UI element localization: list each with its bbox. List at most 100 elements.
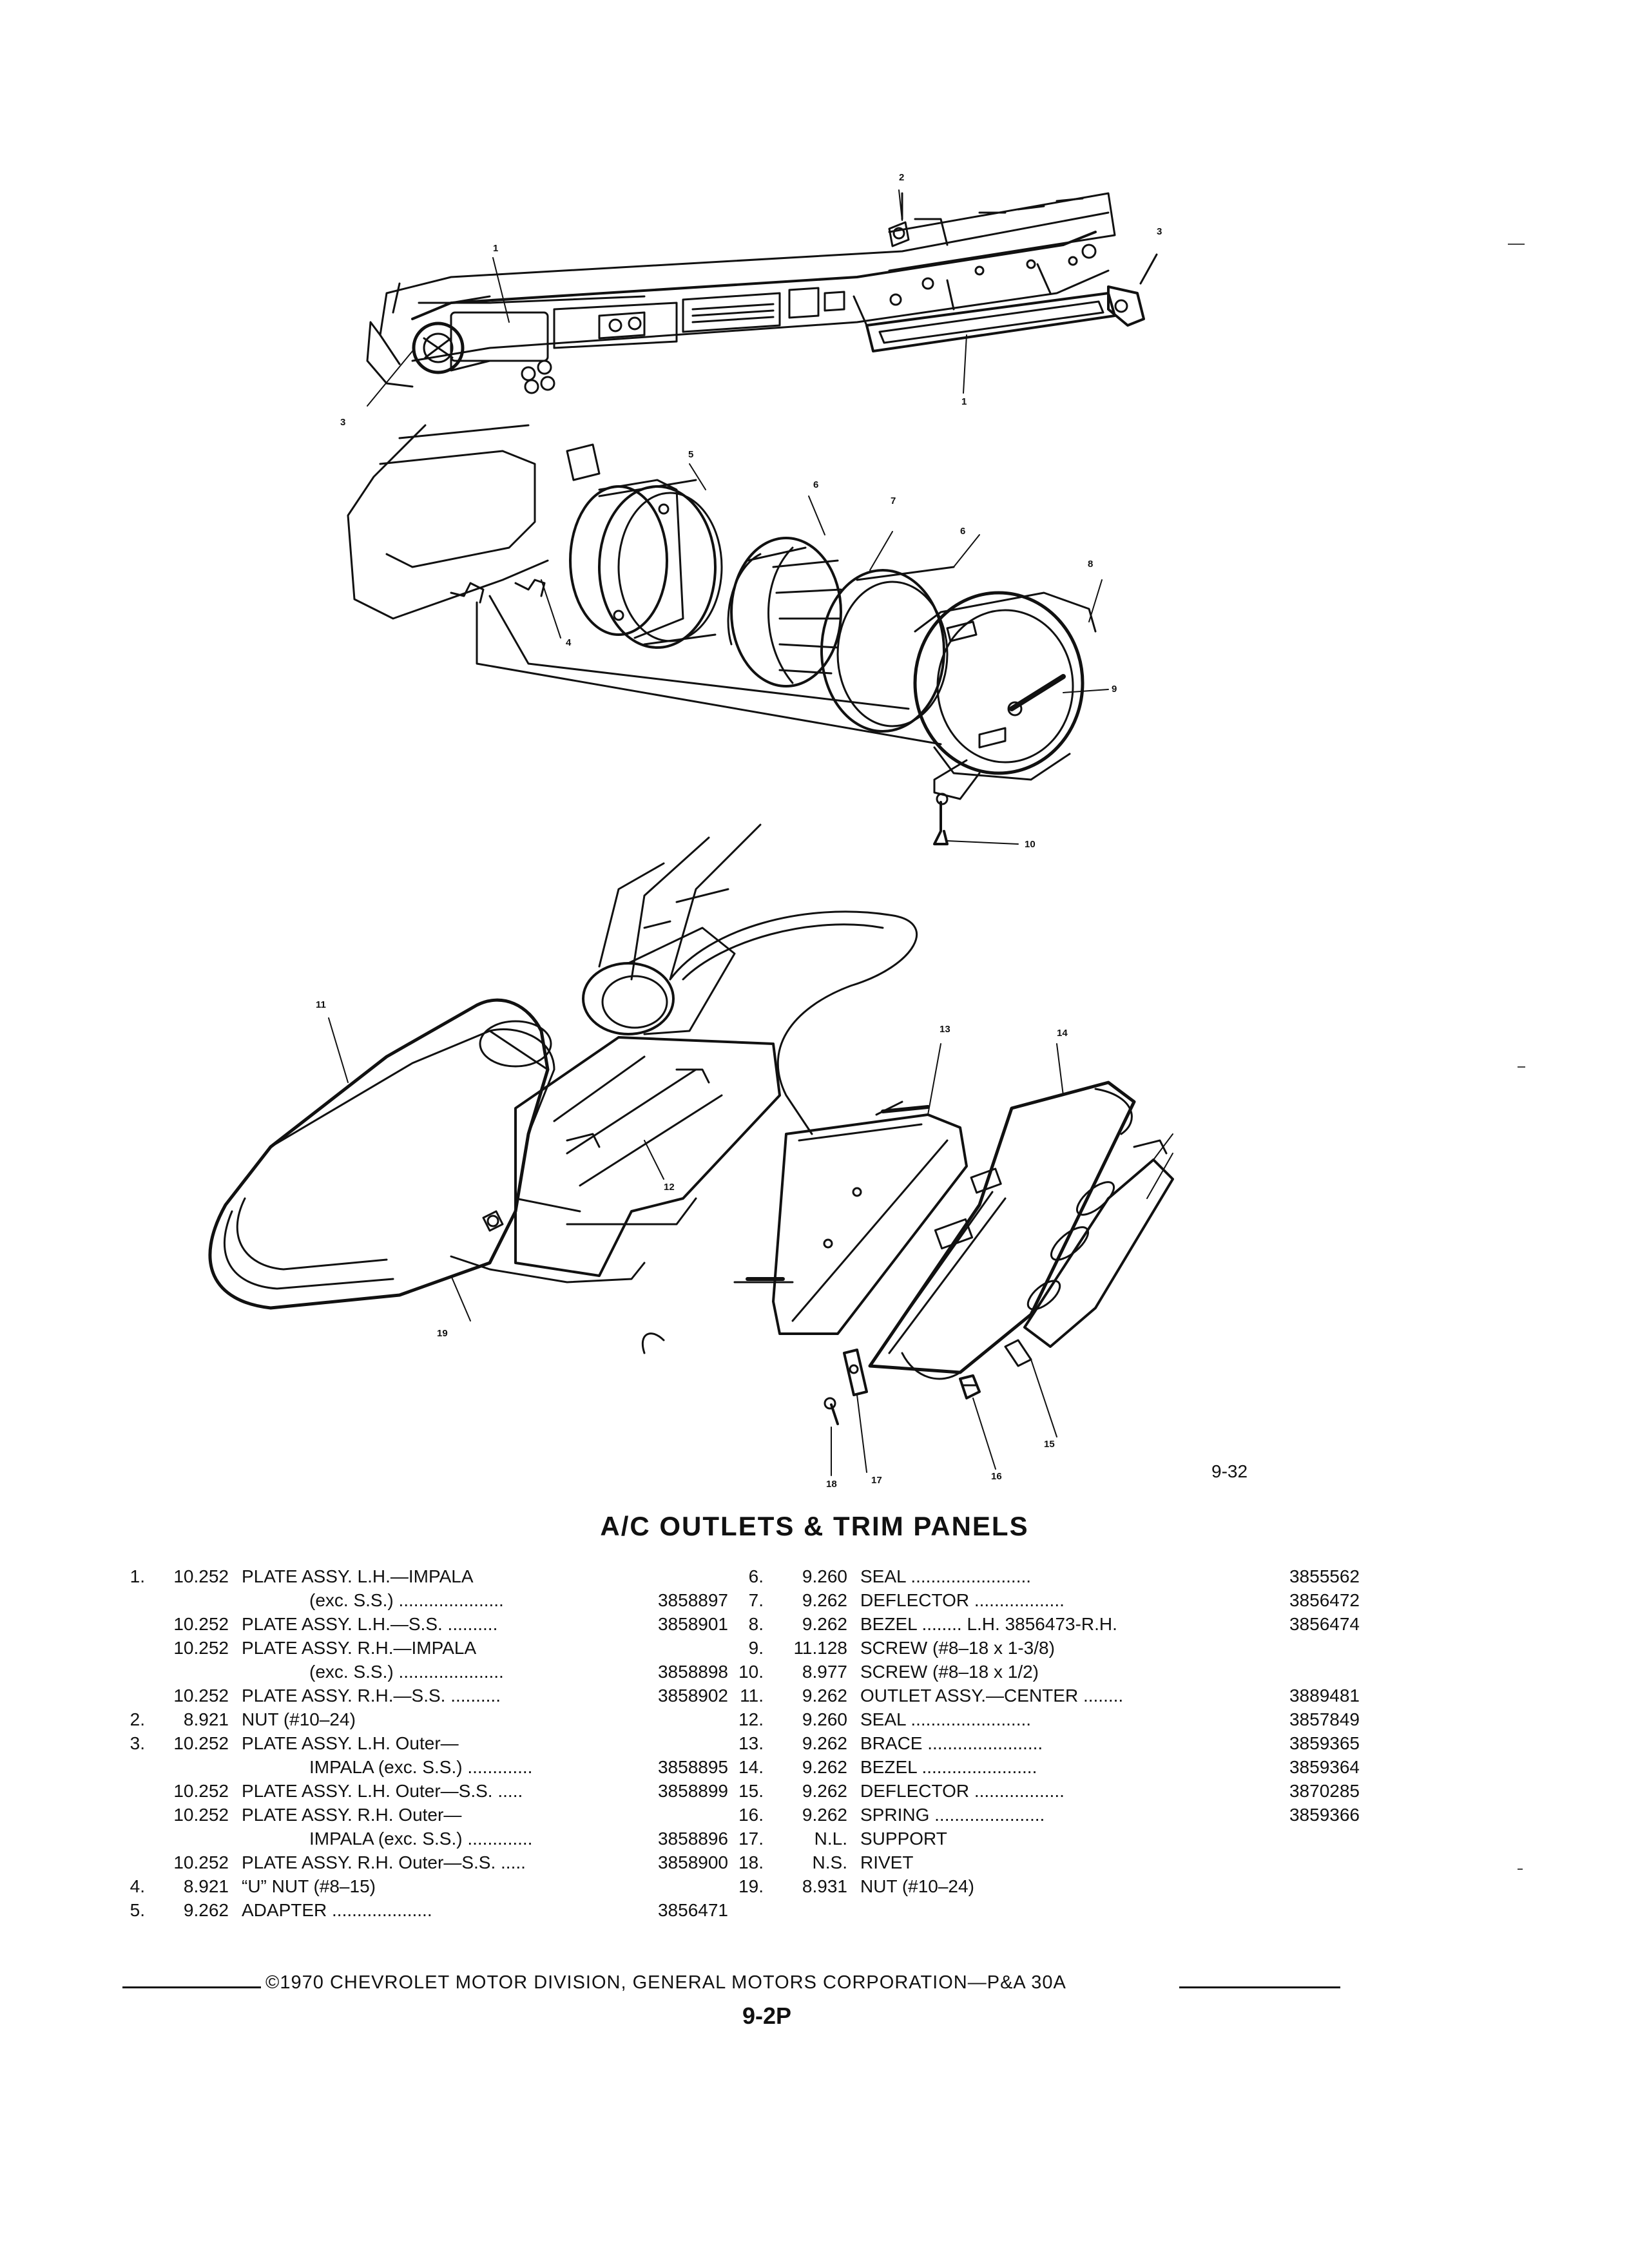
footer-rule	[122, 1986, 261, 1988]
parts-list-row: (exc. S.S.) ..................... 3858898	[110, 1660, 728, 1684]
part-description: SEAL ........................	[860, 1566, 1032, 1586]
group-code: 8.931	[802, 1876, 847, 1896]
group-code: 10.252	[173, 1781, 229, 1801]
item-number: 8.	[748, 1614, 764, 1634]
part-number: 3858901	[657, 1614, 728, 1634]
scan-speck	[1518, 1066, 1525, 1068]
scan-speck	[1518, 1869, 1523, 1870]
part-description: PLATE ASSY. R.H.—S.S. ..........	[242, 1686, 501, 1706]
group-code: 10.252	[173, 1638, 229, 1658]
item-number: 18.	[738, 1852, 764, 1872]
parts-list-row: IMPALA (exc. S.S.) .............3858896	[110, 1827, 728, 1850]
part-description: OUTLET ASSY.—CENTER ........	[860, 1686, 1124, 1706]
part-description: PLATE ASSY. R.H.—IMPALA	[242, 1638, 477, 1658]
callout-label: 16	[991, 1471, 1002, 1482]
part-description: (exc. S.S.) .....................	[309, 1590, 504, 1610]
item-number: 2.	[130, 1709, 145, 1729]
item-number: 4.	[130, 1876, 145, 1896]
group-code: 11.128	[793, 1638, 847, 1658]
part-number: 3856471	[657, 1900, 728, 1920]
outer-plate-right	[1107, 253, 1158, 327]
group-code: 9.262	[183, 1900, 229, 1920]
part-number: 3858898	[657, 1662, 728, 1682]
group-code: 10.252	[173, 1614, 229, 1634]
part-description: DEFLECTOR ..................	[860, 1781, 1065, 1801]
group-code: N.S.	[812, 1852, 847, 1872]
callout-label: 18	[826, 1479, 837, 1490]
callout-label: 12	[664, 1182, 675, 1193]
parts-list-row: 10. 8.977 SCREW (#8–18 x 1/2)	[735, 1660, 1353, 1684]
parts-list-row: 6. 9.260 SEAL ........................ 3855…	[735, 1564, 1360, 1588]
part-number: 3856472	[1289, 1590, 1360, 1610]
part-description: BEZEL .......................	[860, 1757, 1037, 1777]
part-number: 3859365	[1289, 1733, 1360, 1753]
part-number: 3856474	[1289, 1614, 1360, 1634]
part-description: (exc. S.S.) .....................	[309, 1662, 504, 1682]
part-number: 3855562	[1289, 1566, 1360, 1586]
part-description: SUPPORT	[860, 1829, 947, 1849]
parts-list-row: 2. 8.921 NUT (#10–24)	[110, 1707, 728, 1731]
group-code: 9.262	[802, 1614, 847, 1634]
callout-label: 6	[960, 526, 966, 537]
callout-label: 9	[1112, 684, 1117, 695]
part-description: IMPALA (exc. S.S.) .............	[309, 1829, 533, 1849]
trim-plate-right	[853, 263, 1116, 352]
nut-part	[888, 192, 910, 247]
callout-label: 1	[961, 396, 967, 407]
part-description: BEZEL ........ L.H. 3856473-R.H.	[860, 1614, 1117, 1634]
part-description: PLATE ASSY. R.H. Outer—	[242, 1805, 462, 1825]
part-description: “U” NUT (#8–15)	[242, 1876, 376, 1896]
item-number: 5.	[130, 1900, 145, 1920]
item-number: 10.	[738, 1662, 764, 1682]
group-code: 9.262	[802, 1733, 847, 1753]
callout-label: 5	[688, 449, 694, 460]
callout-label: 10	[1025, 839, 1036, 850]
group-code: 9.262	[802, 1590, 847, 1610]
figure-number: 9-32	[1211, 1461, 1248, 1481]
callout-label: 4	[566, 637, 572, 648]
group-code: 10.252	[173, 1733, 229, 1753]
page-number: 9-2P	[742, 2003, 792, 2029]
part-description: SCREW (#8–18 x 1-3/8)	[860, 1638, 1055, 1658]
group-code: 8.921	[183, 1709, 229, 1729]
part-description: NUT (#10–24)	[242, 1709, 356, 1729]
group-code: 9.260	[802, 1566, 847, 1586]
part-description: ADAPTER ....................	[242, 1900, 432, 1920]
callout-label: 8	[1088, 559, 1094, 570]
parts-list-right: 6. 9.260 SEAL ........................ 3855…	[735, 1564, 1360, 1898]
part-description: SCREW (#8–18 x 1/2)	[860, 1662, 1039, 1682]
center-outlet-assembly	[208, 823, 1174, 1425]
part-number: 3858895	[657, 1757, 728, 1777]
item-number: 3.	[130, 1733, 145, 1753]
part-description: PLATE ASSY. L.H. Outer—S.S. .....	[242, 1781, 523, 1801]
callout-label: 3	[1157, 226, 1162, 237]
callout-label: 6	[813, 479, 819, 490]
part-number: 3889481	[1289, 1686, 1360, 1706]
item-number: 6.	[748, 1566, 764, 1586]
item-number: 15.	[738, 1781, 764, 1801]
callout-label: 19	[437, 1328, 448, 1339]
parts-list-row: 17.N.L.SUPPORT	[735, 1827, 1353, 1850]
item-number: 13.	[738, 1733, 764, 1753]
parts-list-row: (exc. S.S.) ..................... 3858897	[110, 1588, 728, 1612]
copyright-text: ©1970 CHEVROLET MOTOR DIVISION, GENERAL …	[265, 1972, 1066, 1993]
diagram-title: A/C OUTLETS & TRIM PANELS	[600, 1511, 1029, 1541]
part-number: 3858897	[657, 1590, 728, 1610]
scan-speck	[1508, 244, 1525, 245]
callout-label: 15	[1044, 1439, 1055, 1450]
group-code: 9.262	[802, 1757, 847, 1777]
group-code: 8.977	[802, 1662, 847, 1682]
part-description: PLATE ASSY. L.H. Outer—	[242, 1733, 459, 1753]
